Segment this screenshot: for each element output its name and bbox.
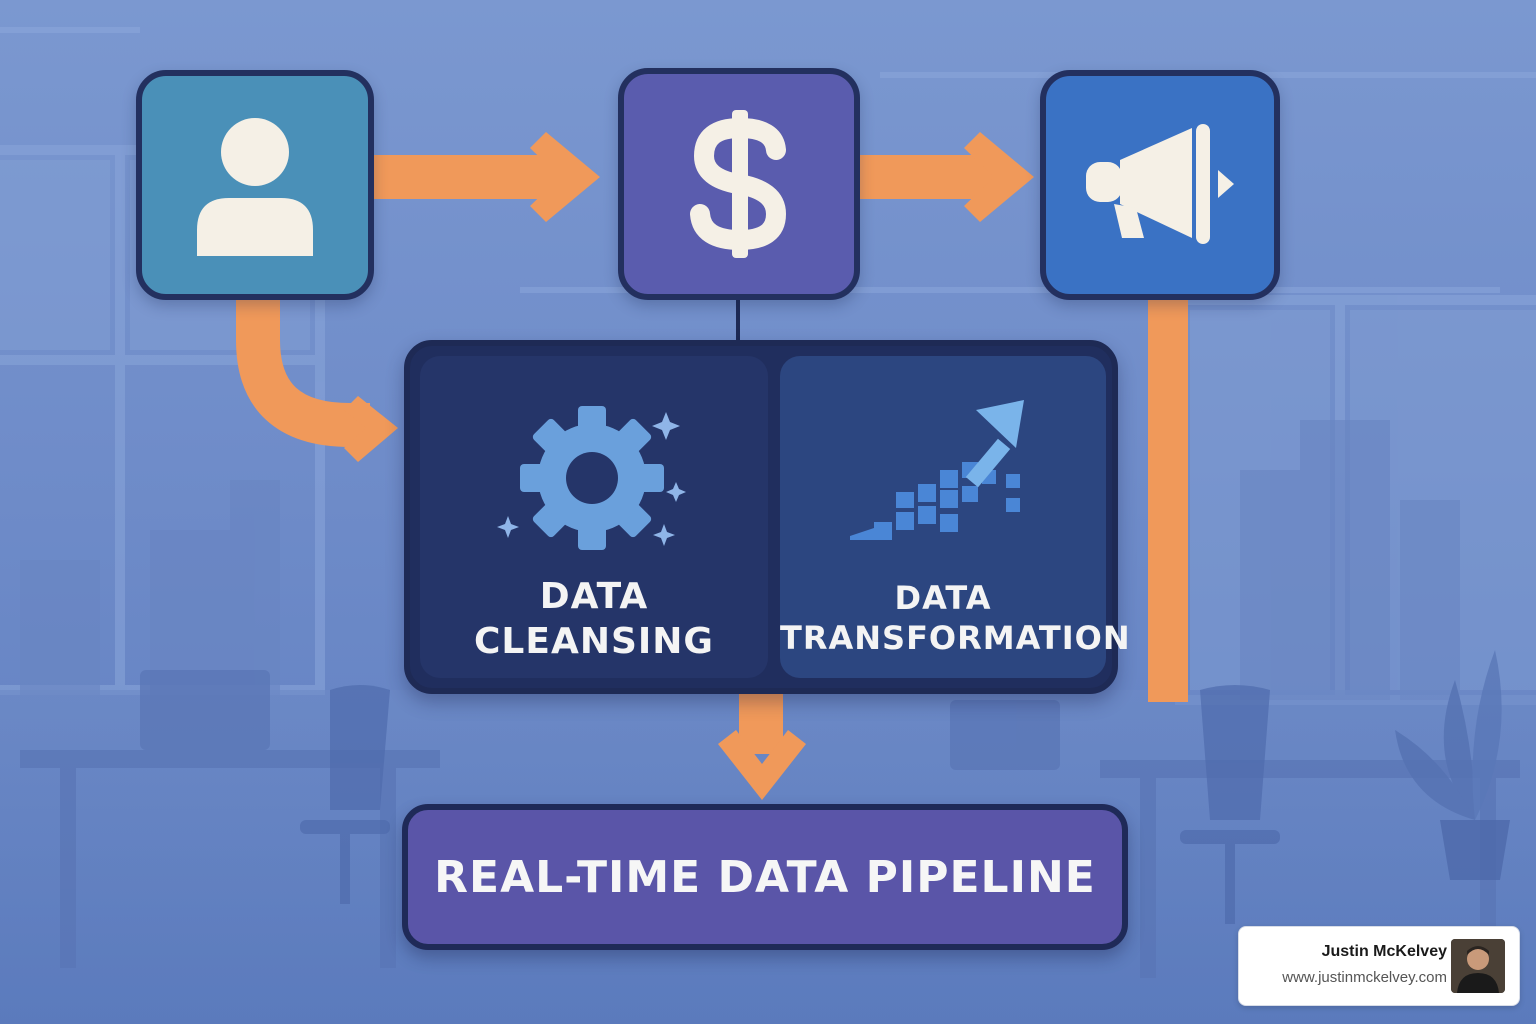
author-name: Justin McKelvey [1322, 943, 1447, 961]
avatar-photo-icon [1451, 939, 1505, 993]
arrow-panel-to-pipeline [718, 692, 806, 800]
processing-panel: DATA CLEANSING [404, 340, 1118, 694]
dollar-icon [684, 104, 794, 264]
gear-icon [494, 400, 694, 560]
megaphone-icon [1080, 120, 1240, 250]
real-time-pipeline-box: REAL-TIME DATA PIPELINE [402, 804, 1128, 950]
data-transformation-label: DATA TRANSFORMATION [780, 578, 1106, 658]
arrow-user-to-cleansing [258, 300, 398, 462]
growth-chart-icon [844, 386, 1034, 546]
author-url: www.justinmckelvey.com [1282, 969, 1447, 986]
author-badge: Justin McKelvey www.justinmckelvey.com [1238, 926, 1520, 1006]
user-node [136, 70, 374, 300]
revenue-node [618, 68, 860, 300]
data-cleansing-box: DATA CLEANSING [420, 356, 768, 678]
data-transformation-box: DATA TRANSFORMATION [780, 356, 1106, 678]
arrow-dollar-to-megaphone [858, 132, 1034, 222]
marketing-node [1040, 70, 1280, 300]
pipeline-label: REAL-TIME DATA PIPELINE [434, 852, 1096, 903]
data-cleansing-label: DATA CLEANSING [420, 574, 768, 664]
user-icon [185, 110, 325, 260]
arrow-user-to-dollar [372, 132, 600, 222]
author-avatar [1451, 939, 1505, 993]
connector-megaphone-bar [1148, 298, 1188, 702]
